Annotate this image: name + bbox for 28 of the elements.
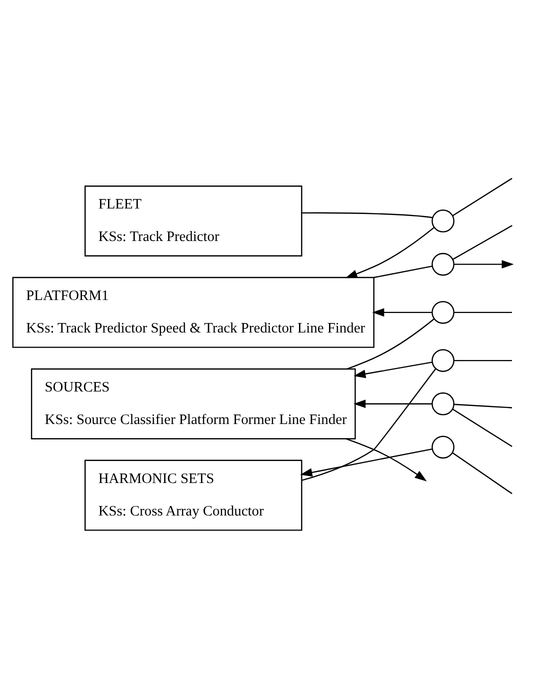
node-circle xyxy=(432,392,454,416)
arrow xyxy=(354,400,432,408)
arrow xyxy=(300,448,432,477)
arrow xyxy=(354,362,432,378)
connector xyxy=(302,212,433,218)
connector xyxy=(452,178,512,216)
connector xyxy=(346,318,434,370)
arrow xyxy=(346,438,427,482)
connector xyxy=(452,224,512,260)
node-circle xyxy=(432,252,454,276)
node-box: HARMONIC SETS KSs: Cross Array Conductor xyxy=(84,460,302,531)
node-circle xyxy=(432,210,454,232)
connector xyxy=(454,404,512,408)
connector xyxy=(374,266,432,278)
connector xyxy=(454,360,512,362)
node-circle xyxy=(432,349,454,372)
arrow xyxy=(372,308,432,317)
node-box: FLEET KSs: Track Predictor xyxy=(84,186,302,256)
connector xyxy=(454,312,512,314)
arrow xyxy=(345,227,434,278)
node-circle xyxy=(432,436,454,459)
node-circle xyxy=(432,301,454,324)
connector xyxy=(452,408,512,447)
connector xyxy=(452,452,512,494)
arrow xyxy=(454,260,514,269)
node-box: SOURCES KSs: Source Classifier Platform Former Line Finder xyxy=(30,368,356,440)
node-box: PLATFORM1 KSs: Track Predictor Speed & Track Predictor Line Finder xyxy=(12,276,374,348)
connector xyxy=(302,368,436,481)
